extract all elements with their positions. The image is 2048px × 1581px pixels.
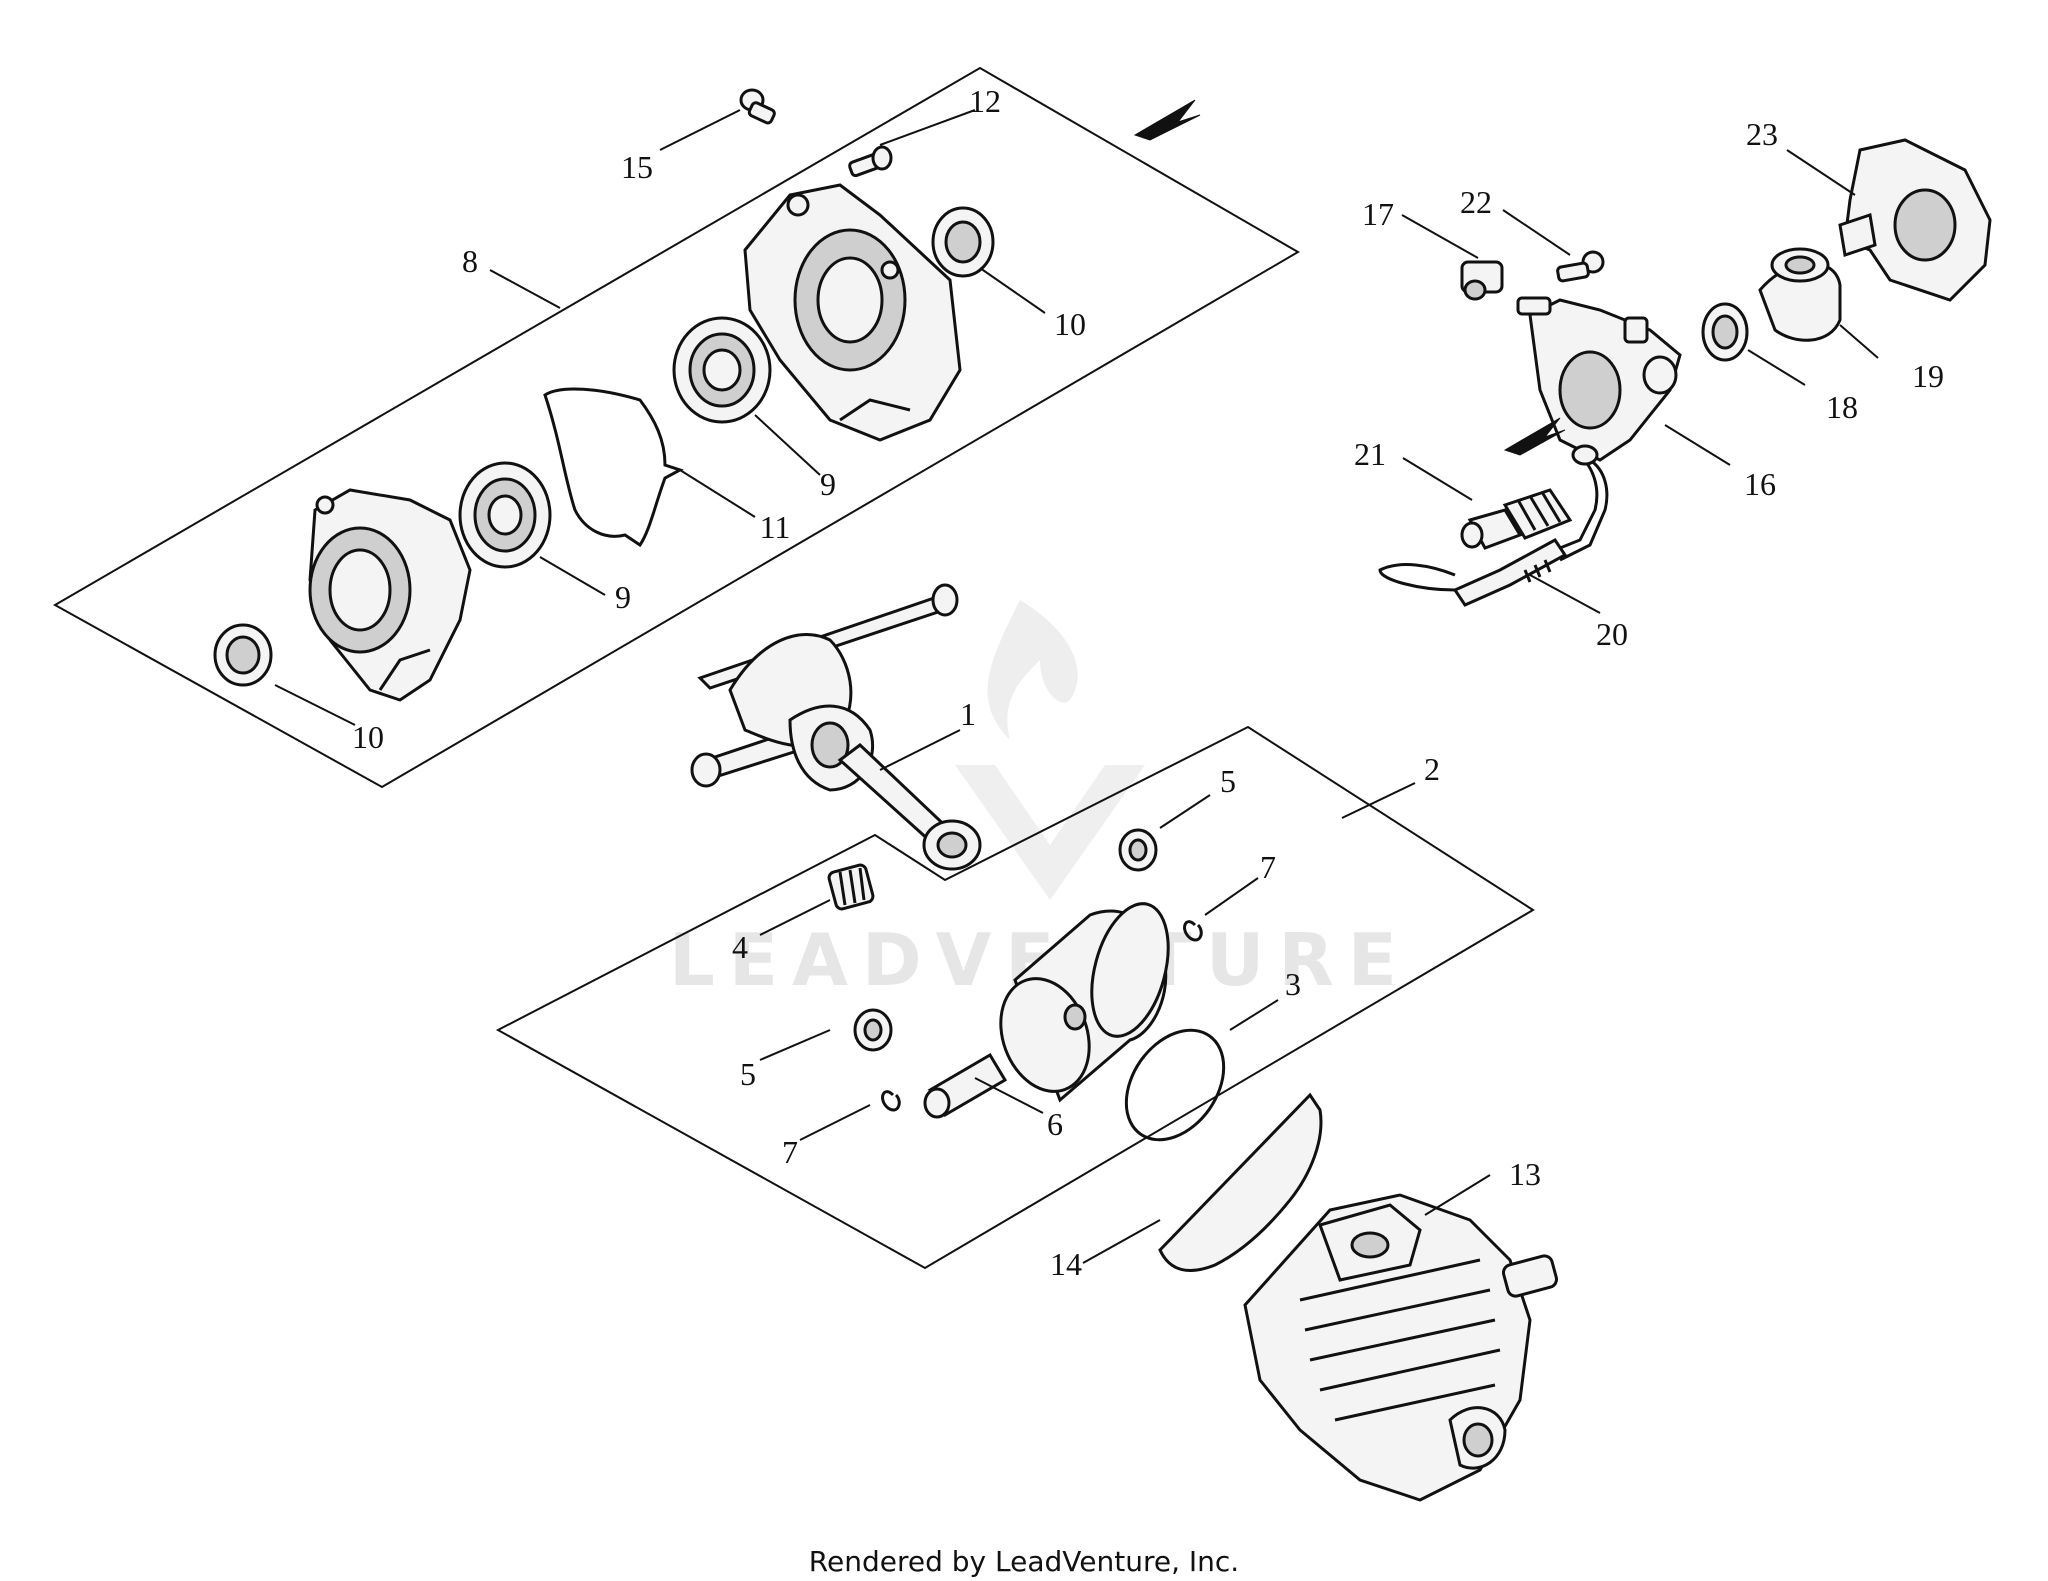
- screw-22: [1556, 250, 1605, 283]
- callout-1: 1: [960, 696, 976, 732]
- callout-8: 8: [462, 243, 478, 279]
- piston-pin-6: [923, 1052, 1008, 1119]
- callout-19: 19: [1912, 358, 1944, 394]
- callout-17: 17: [1362, 196, 1394, 232]
- direction-arrow-top: [1133, 99, 1201, 141]
- callout-7-upper: 7: [1260, 849, 1276, 885]
- callout-2: 2: [1424, 751, 1440, 787]
- crankcase-right-half: [743, 183, 962, 442]
- callout-9-upper: 9: [820, 466, 836, 502]
- callout-14: 14: [1050, 1246, 1082, 1282]
- callout-10-right: 10: [1054, 306, 1086, 342]
- circlip-7-lower: [881, 1090, 901, 1112]
- piston-ring-3: [1124, 1028, 1226, 1142]
- callout-9-lower: 9: [615, 579, 631, 615]
- bearing-upper: [672, 316, 772, 424]
- worm-gear-19: [1758, 247, 1842, 342]
- callout-20: 20: [1596, 616, 1628, 652]
- callout-labels: 1 2 3 4 5 5 6 7 7 8 9 9 10 10 11 12 13 1…: [352, 83, 1944, 1282]
- bearing-lower: [458, 461, 552, 569]
- callout-4: 4: [732, 929, 748, 965]
- callout-10-left: 10: [352, 719, 384, 755]
- oil-pump-16: [1516, 296, 1682, 462]
- cylinder-gasket-14: [1158, 1092, 1323, 1272]
- callout-11: 11: [760, 509, 791, 545]
- screw-15: [739, 88, 776, 125]
- callout-22: 22: [1460, 184, 1492, 220]
- needle-bearing-4: [827, 863, 875, 911]
- callout-7-lower: 7: [782, 1134, 798, 1170]
- crankcase-left-half: [308, 488, 472, 702]
- cylinder-13: [1243, 1193, 1558, 1502]
- callout-5-upper: 5: [1220, 763, 1236, 799]
- callout-13: 13: [1509, 1156, 1541, 1192]
- cover-23: [1838, 138, 1992, 302]
- crankcase-group-frame: [52, 66, 1300, 789]
- piston-group-frame: [495, 725, 1535, 1270]
- callout-5-lower: 5: [740, 1056, 756, 1092]
- watermark-flame-logo: [987, 600, 1078, 740]
- washer-5-lower: [853, 1008, 893, 1052]
- callout-12: 12: [969, 83, 1001, 119]
- oil-seal-right: [931, 206, 995, 278]
- washer-5-upper: [1118, 828, 1158, 872]
- connector-17: [1460, 260, 1504, 301]
- washer-18: [1701, 302, 1749, 362]
- watermark-v-logo: [955, 765, 1145, 900]
- screw-12: [848, 145, 893, 178]
- leader-lines: [274, 109, 1879, 1264]
- circlip-7-upper: [1183, 920, 1203, 942]
- crankshaft-1: [690, 583, 982, 871]
- rendered-by-footer: Rendered by LeadVenture, Inc.: [808, 1545, 1240, 1578]
- gasket-11: [543, 387, 684, 548]
- oil-seal-left: [213, 623, 273, 687]
- callout-16: 16: [1744, 466, 1776, 502]
- callout-21: 21: [1354, 436, 1386, 472]
- oil-hose-20: [1378, 444, 1609, 607]
- oil-filter-21: [1460, 488, 1573, 550]
- direction-arrow-oil-pump: [1503, 417, 1566, 456]
- callout-6: 6: [1047, 1106, 1063, 1142]
- piston: [999, 902, 1170, 1103]
- callout-15: 15: [621, 149, 653, 185]
- callout-18: 18: [1826, 389, 1858, 425]
- callout-3: 3: [1285, 966, 1301, 1002]
- callout-23: 23: [1746, 116, 1778, 152]
